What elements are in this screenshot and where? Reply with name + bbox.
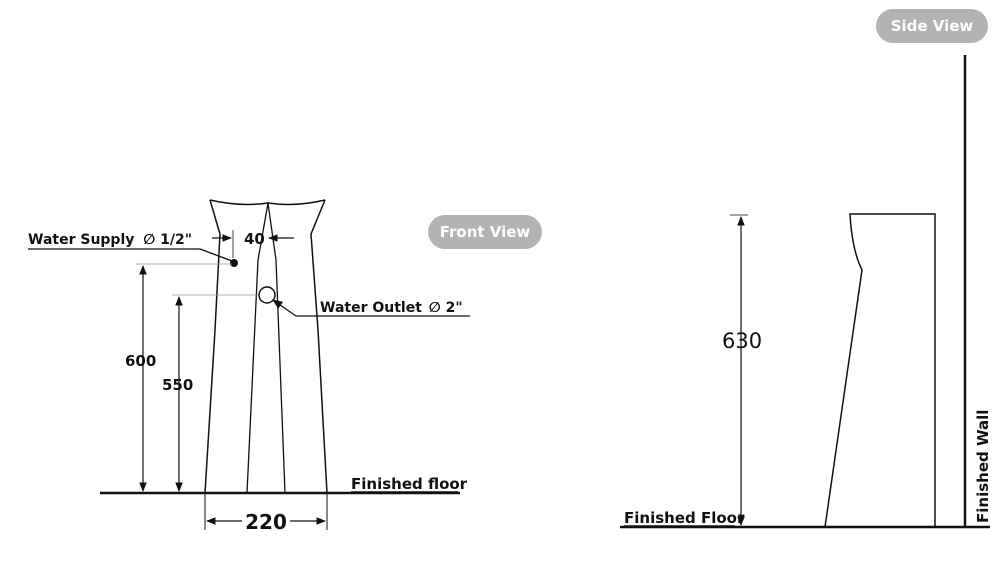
side-floor-label: Finished Floor: [624, 509, 745, 527]
front-view: Water Supply ∅ 1/2" 40 Water Outlet ∅ 2"…: [28, 199, 470, 534]
dim-220-label: 220: [245, 510, 287, 534]
water-supply-leader-diag: [199, 248, 233, 262]
dim-40-label: 40: [244, 230, 265, 248]
front-pedestal-outline: [204, 199, 328, 494]
dim-550-label: 550: [162, 376, 193, 394]
side-wall-label: Finished Wall: [974, 410, 992, 523]
front-floor-label: Finished floor: [351, 475, 468, 493]
front-view-badge: Front View: [428, 215, 542, 249]
side-view-badge: Side View: [876, 9, 988, 43]
side-pedestal-outline: [824, 213, 936, 528]
water-outlet-label: Water Outlet ∅ 2": [320, 300, 463, 316]
side-view: 630 Finished Floor Finished Wall: [620, 55, 992, 529]
dim-630-label: 630: [722, 329, 762, 353]
dim-600-label: 600: [125, 352, 156, 370]
water-outlet-leader-diag: [272, 299, 297, 317]
front-pedestal-inner: [246, 202, 286, 494]
water-outlet-circle: [258, 286, 276, 304]
water-supply-label: Water Supply ∅ 1/2": [28, 232, 192, 248]
